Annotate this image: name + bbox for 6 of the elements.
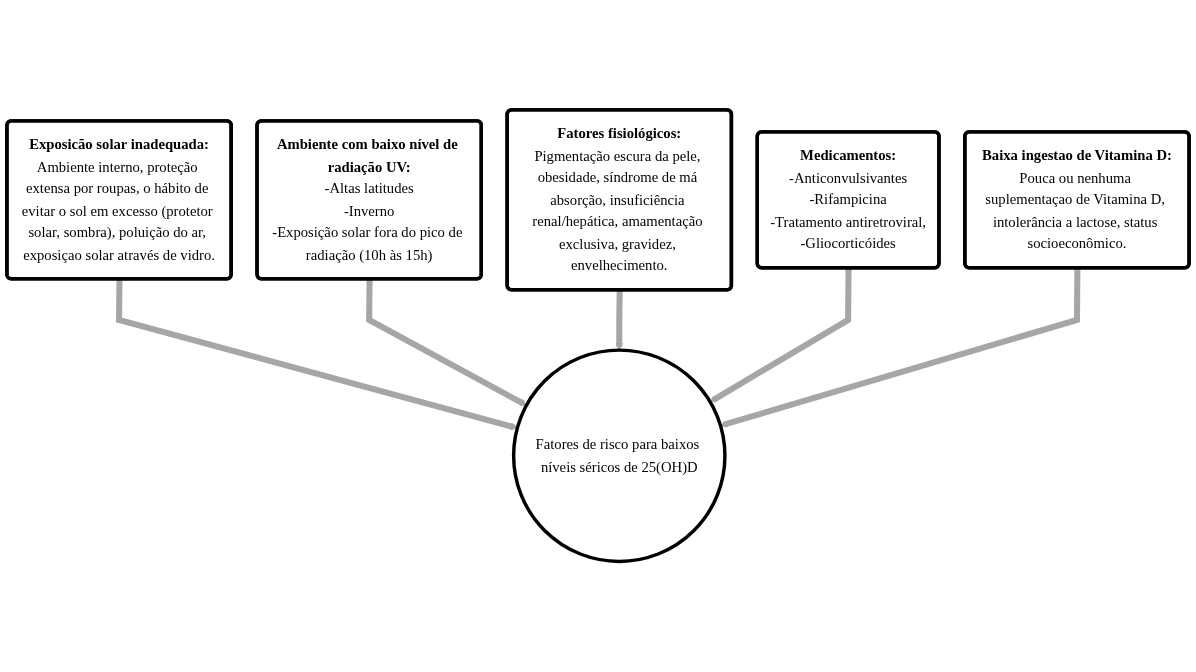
- node-circle: Fatores de risco para baixos níveis séricos de 25(OH)D: [511, 348, 727, 564]
- arrow: [709, 268, 852, 403]
- arrow: [615, 290, 624, 351]
- arrow: [366, 279, 527, 407]
- arrow: [116, 279, 518, 431]
- arrow: [720, 268, 1081, 428]
